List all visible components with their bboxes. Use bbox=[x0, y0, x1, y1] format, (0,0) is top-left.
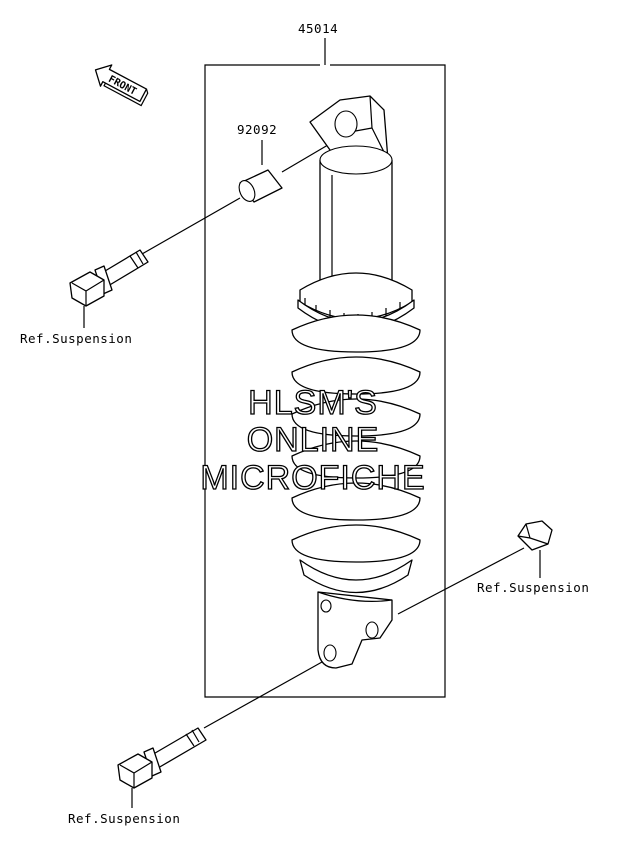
watermark-line-2: ONLINE bbox=[247, 421, 380, 459]
lower-nut-reference[interactable]: Ref.Suspension bbox=[477, 580, 589, 595]
watermark-line-1: HLSM'S bbox=[248, 384, 378, 422]
lower-bolt-reference[interactable]: Ref.Suspension bbox=[68, 811, 180, 826]
upper-eye-axis bbox=[281, 141, 334, 173]
lower-nut-part[interactable] bbox=[517, 520, 553, 551]
upper-bolt-reference[interactable]: Ref.Suspension bbox=[20, 331, 132, 346]
coil-spring[interactable] bbox=[291, 314, 421, 563]
lower-bolt-axis bbox=[203, 661, 323, 729]
assembly-part-number[interactable]: 45014 bbox=[298, 21, 338, 36]
watermark: HLSM'S ONLINE MICROFICHE bbox=[200, 383, 426, 497]
shock-body[interactable] bbox=[319, 145, 393, 291]
bushing-part-number[interactable]: 92092 bbox=[237, 122, 277, 137]
bushing-part[interactable] bbox=[236, 169, 283, 204]
front-arrow-icon: FRONT bbox=[94, 64, 149, 107]
shock-lower-clevis[interactable] bbox=[317, 591, 393, 669]
lower-spring-seat[interactable] bbox=[299, 559, 413, 594]
watermark-line-3: MICROFICHE bbox=[200, 459, 425, 497]
upper-bolt-part[interactable] bbox=[69, 249, 149, 307]
assembly-bracket bbox=[204, 64, 446, 698]
lower-nut-axis bbox=[397, 547, 525, 615]
lower-bolt-part[interactable] bbox=[117, 727, 207, 789]
upper-bolt-axis bbox=[141, 197, 241, 255]
